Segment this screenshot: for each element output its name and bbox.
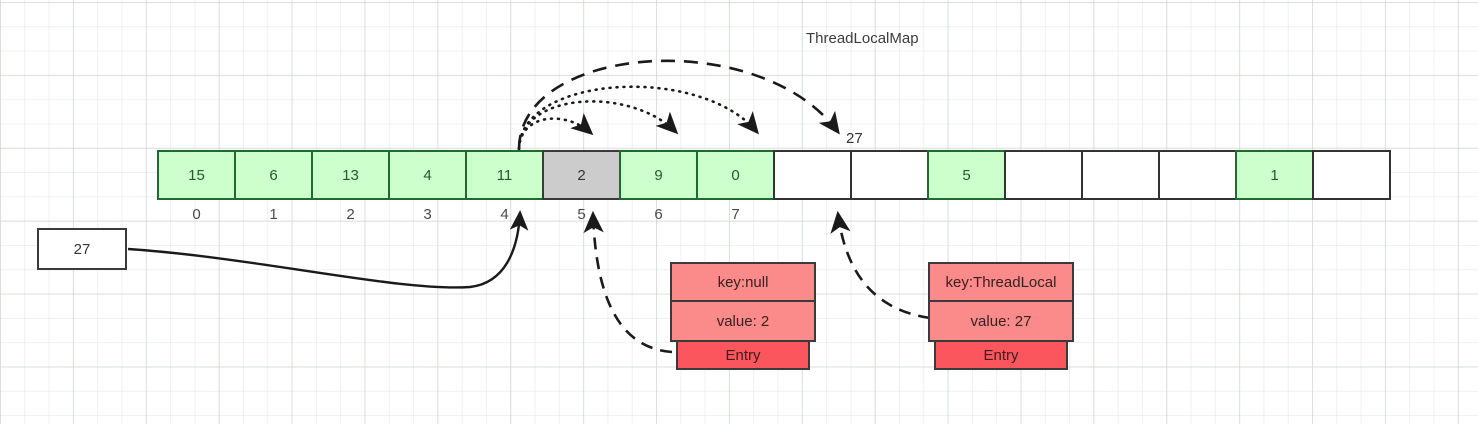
pointer-value-box: 27 xyxy=(37,228,127,270)
array-index-label-6: 6 xyxy=(654,206,663,223)
entry-value-label: value: 2 xyxy=(670,300,816,342)
array-index-label-1: 1 xyxy=(269,206,278,223)
arc-dashed-to-index-8 xyxy=(517,59,840,150)
array-cell-6: 9 xyxy=(619,150,698,200)
array-cell-8 xyxy=(773,150,852,200)
arc-dotted-to-index-5 xyxy=(517,113,594,151)
array-cell-5: 2 xyxy=(542,150,621,200)
entry-key-label: key:null xyxy=(670,262,816,302)
array-cell-0: 15 xyxy=(157,150,236,200)
arc-dotted-to-index-7 xyxy=(517,85,760,151)
array-index-label-4: 4 xyxy=(500,206,509,223)
array-cell-7: 0 xyxy=(696,150,775,200)
top-arrow-label: 27 xyxy=(846,130,863,147)
arc-dotted-to-index-6 xyxy=(517,100,679,151)
array-cell-15 xyxy=(1312,150,1391,200)
entry-box-null: key:null value: 2 Entry xyxy=(670,262,816,370)
array-index-label-0: 0 xyxy=(192,206,201,223)
array-index-label-3: 3 xyxy=(423,206,432,223)
diagram-title: ThreadLocalMap xyxy=(806,30,919,47)
array-index-label-2: 2 xyxy=(346,206,355,223)
curve-pointer-to-index-4 xyxy=(127,210,529,289)
array-index-row: 0 1 2 3 4 5 6 7 xyxy=(157,206,773,223)
array-cell-13 xyxy=(1158,150,1237,200)
entry-type-tag: Entry xyxy=(676,340,810,370)
array-cell-2: 13 xyxy=(311,150,390,200)
entry-type-tag: Entry xyxy=(934,340,1068,370)
array-cell-10: 5 xyxy=(927,150,1006,200)
entry-box-threadlocal: key:ThreadLocal value: 27 Entry xyxy=(928,262,1074,370)
array-index-label-5: 5 xyxy=(577,206,586,223)
entry-key-label: key:ThreadLocal xyxy=(928,262,1074,302)
entry-value-label: value: 27 xyxy=(928,300,1074,342)
array-cell-14: 1 xyxy=(1235,150,1314,200)
dashed-entry-threadlocal-to-index-8 xyxy=(830,210,931,320)
array-cell-3: 4 xyxy=(388,150,467,200)
array-cell-4: 11 xyxy=(465,150,544,200)
array-cell-9 xyxy=(850,150,929,200)
array-index-label-7: 7 xyxy=(731,206,740,223)
dashed-entry-null-to-index-5 xyxy=(583,210,673,354)
array-cell-11 xyxy=(1004,150,1083,200)
array-cell-1: 6 xyxy=(234,150,313,200)
array-cell-12 xyxy=(1081,150,1160,200)
